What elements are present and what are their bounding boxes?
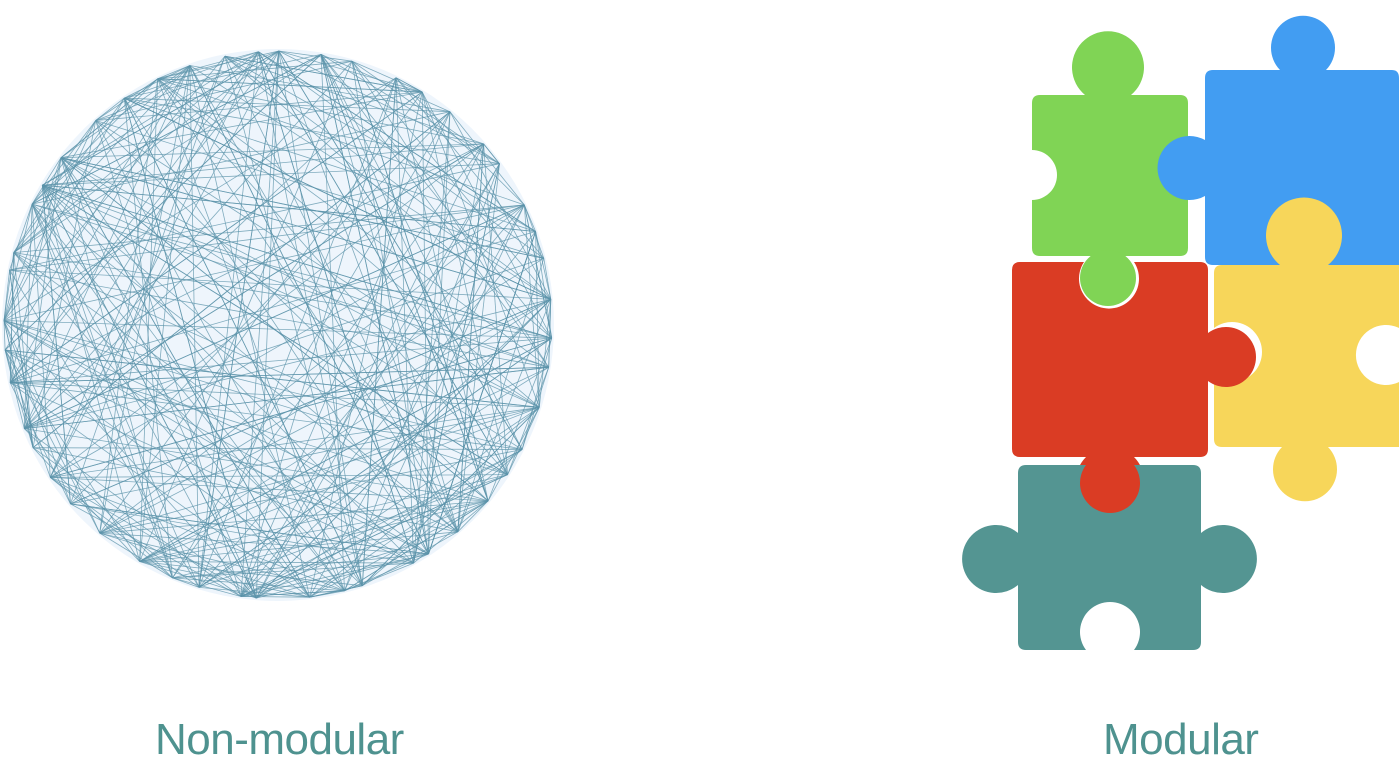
blue-puzzle-piece [1157,15,1399,265]
yellow-puzzle-piece [1214,197,1399,502]
teal-puzzle-piece [962,465,1257,650]
modular-puzzle [962,15,1399,650]
network-edges [3,50,553,599]
non-modular-network [2,49,554,601]
green-puzzle-piece [1032,31,1188,257]
green-puzzle-knob [1080,250,1136,306]
network-circle [2,49,554,601]
red-puzzle-piece [1012,262,1256,516]
modular-label: Modular [1103,715,1259,764]
non-modular-label: Non-modular [155,715,404,764]
